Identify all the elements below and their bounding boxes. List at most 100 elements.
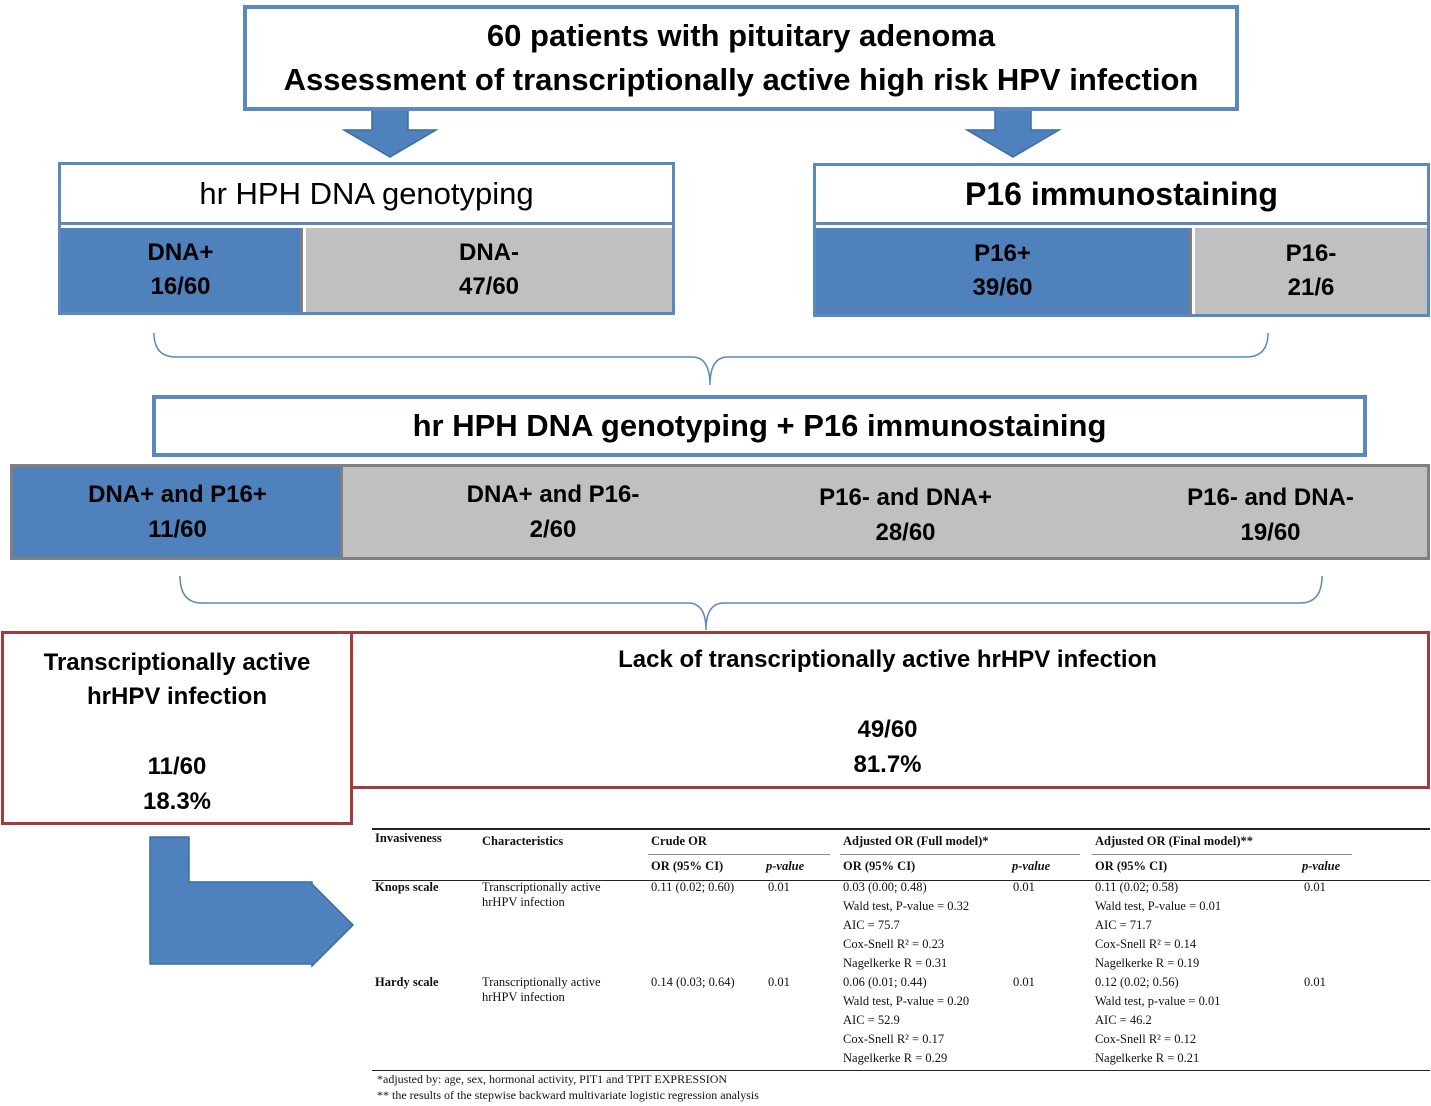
header-invasiveness: Invasiveness bbox=[375, 831, 442, 845]
row-knops-char1: Transcriptionally active bbox=[482, 880, 601, 894]
table-rule-mid bbox=[372, 880, 1430, 881]
subheader-full-or-ci: OR (95% CI) bbox=[843, 859, 916, 873]
combined-cell-2: DNA+ and P16- 2/60 bbox=[453, 467, 653, 557]
p16-positive-label: P16+ bbox=[974, 240, 1031, 267]
header-adjusted-final: Adjusted OR (Final model)** bbox=[1095, 834, 1253, 848]
table-rule-sub-crude bbox=[648, 854, 830, 855]
combined-title-box: hr HPH DNA genotyping + P16 immunostaini… bbox=[152, 395, 1367, 457]
header-characteristics: Characteristics bbox=[482, 834, 564, 848]
p16-positive-cell: P16+ 39/60 bbox=[816, 228, 1192, 314]
row-hardy-full-p: 0.01 bbox=[1013, 975, 1035, 989]
table-rule-sub-final bbox=[1092, 854, 1352, 855]
dna-panel-title: hr HPH DNA genotyping bbox=[61, 165, 672, 225]
p16-negative-value: 21/6 bbox=[1287, 274, 1335, 301]
row-knops-final-nag: Nagelkerke R = 0.19 bbox=[1095, 956, 1200, 970]
p16-negative-cell: P16- 21/6 bbox=[1195, 228, 1427, 314]
combined-cell-4-label: P16- and DNA- bbox=[1187, 484, 1354, 511]
combined-cell-3: P16- and DNA+ 28/60 bbox=[803, 470, 1008, 560]
table-rule-sub-full bbox=[840, 854, 1080, 855]
row-hardy-char1: Transcriptionally active bbox=[482, 975, 601, 989]
subheader-crude-or-ci: OR (95% CI) bbox=[651, 859, 724, 873]
p16-panel: P16 immunostaining P16+ 39/60 P16- 21/6 bbox=[813, 163, 1430, 317]
down-arrow-left bbox=[341, 109, 439, 158]
row-knops-crude-or: 0.11 (0.02; 0.60) bbox=[651, 880, 735, 894]
row-knops-final-wald: Wald test, P-value = 0.01 bbox=[1095, 899, 1222, 913]
row-knops-full-nag: Nagelkerke R = 0.31 bbox=[843, 956, 948, 970]
table-rule-bottom bbox=[372, 1070, 1430, 1071]
lack-infection-count: 49/60 bbox=[857, 716, 918, 743]
top-box-line2: Assessment of transcriptionally active h… bbox=[283, 62, 1199, 97]
row-knops-scale: Knops scale bbox=[375, 880, 439, 894]
active-infection-count: 11/60 bbox=[147, 753, 207, 780]
active-infection-line1: Transcriptionally active bbox=[43, 649, 311, 676]
dna-negative-label: DNA- bbox=[459, 239, 519, 266]
row-hardy-final-p: 0.01 bbox=[1304, 975, 1326, 989]
top-box: 60 patients with pituitary adenoma Asses… bbox=[243, 5, 1239, 111]
p16-panel-title: P16 immunostaining bbox=[816, 166, 1427, 225]
subheader-final-p: p-value bbox=[1302, 859, 1341, 873]
dna-negative-cell: DNA- 47/60 bbox=[306, 228, 672, 312]
row-hardy-final-cox: Cox-Snell R² = 0.12 bbox=[1095, 1032, 1197, 1046]
dna-positive-label: DNA+ bbox=[147, 239, 214, 266]
down-arrow-right bbox=[964, 109, 1062, 158]
dna-panel: hr HPH DNA genotyping DNA+ 16/60 DNA- 47… bbox=[58, 162, 675, 315]
active-infection-percent: 18.3% bbox=[142, 788, 212, 815]
brace-bottom bbox=[179, 575, 1323, 631]
table-footnote-1: *adjusted by: age, sex, hormonal activit… bbox=[377, 1072, 728, 1086]
row-knops-final-or: 0.11 (0.02; 0.58) bbox=[1095, 880, 1179, 894]
row-knops-full-or: 0.03 (0.00; 0.48) bbox=[843, 880, 927, 894]
combined-cell-2-label: DNA+ and P16- bbox=[466, 481, 640, 508]
row-hardy-scale: Hardy scale bbox=[375, 975, 439, 989]
active-infection-line2: hrHPV infection bbox=[86, 683, 267, 710]
row-knops-char2: hrHPV infection bbox=[482, 895, 565, 909]
lack-infection-percent: 81.7% bbox=[853, 751, 922, 778]
combined-cell-3-label: P16- and DNA+ bbox=[819, 484, 992, 511]
row-knops-full-aic: AIC = 75.7 bbox=[843, 918, 900, 932]
row-hardy-full-aic: AIC = 52.9 bbox=[843, 1013, 900, 1027]
brace-top bbox=[153, 332, 1269, 386]
row-hardy-full-cox: Cox-Snell R² = 0.17 bbox=[843, 1032, 945, 1046]
p16-positive-value: 39/60 bbox=[972, 274, 1033, 301]
row-hardy-crude-or: 0.14 (0.03; 0.64) bbox=[651, 975, 735, 989]
combined-title: hr HPH DNA genotyping + P16 immunostaini… bbox=[412, 408, 1107, 443]
row-hardy-crude-p: 0.01 bbox=[768, 975, 790, 989]
row-knops-final-aic: AIC = 71.7 bbox=[1095, 918, 1152, 932]
combined-cell-1: DNA+ and P16+ 11/60 bbox=[13, 467, 343, 557]
bent-arrow bbox=[149, 836, 355, 968]
table-footnote-2: ** the results of the stepwise backward … bbox=[377, 1088, 759, 1102]
combined-cell-3-value: 28/60 bbox=[875, 519, 936, 546]
top-box-line1: 60 patients with pituitary adenoma bbox=[486, 18, 996, 53]
row-knops-final-cox: Cox-Snell R² = 0.14 bbox=[1095, 937, 1197, 951]
row-knops-full-wald: Wald test, P-value = 0.32 bbox=[843, 899, 970, 913]
subheader-crude-p: p-value bbox=[766, 859, 805, 873]
table-rule-top bbox=[372, 828, 1430, 830]
combined-cell-2-value: 2/60 bbox=[529, 516, 577, 543]
combined-cell-1-label: DNA+ and P16+ bbox=[88, 481, 267, 508]
row-knops-final-p: 0.01 bbox=[1304, 880, 1326, 894]
row-hardy-full-or: 0.06 (0.01; 0.44) bbox=[843, 975, 927, 989]
header-adjusted-full: Adjusted OR (Full model)* bbox=[843, 834, 989, 848]
row-hardy-final-nag: Nagelkerke R = 0.21 bbox=[1095, 1051, 1200, 1065]
combined-cell-4-value: 19/60 bbox=[1240, 519, 1301, 546]
row-hardy-full-nag: Nagelkerke R = 0.29 bbox=[843, 1051, 948, 1065]
row-knops-crude-p: 0.01 bbox=[768, 880, 790, 894]
lack-infection-title: Lack of transcriptionally active hrHPV i… bbox=[618, 646, 1157, 673]
combined-row: DNA+ and P16+ 11/60 DNA+ and P16- 2/60 P… bbox=[10, 464, 1430, 560]
row-hardy-full-wald: Wald test, P-value = 0.20 bbox=[843, 994, 970, 1008]
subheader-full-p: p-value bbox=[1012, 859, 1051, 873]
results-table: Invasiveness Characteristics Crude OR Ad… bbox=[368, 826, 1430, 1106]
dna-positive-cell: DNA+ 16/60 bbox=[61, 228, 303, 312]
combined-cell-1-value: 11/60 bbox=[148, 516, 207, 543]
row-hardy-final-wald: Wald test, p-value = 0.01 bbox=[1095, 994, 1221, 1008]
lack-infection-box: Lack of transcriptionally active hrHPV i… bbox=[345, 631, 1430, 789]
row-hardy-final-aic: AIC = 46.2 bbox=[1095, 1013, 1152, 1027]
dna-negative-value: 47/60 bbox=[458, 273, 520, 300]
row-hardy-final-or: 0.12 (0.02; 0.56) bbox=[1095, 975, 1179, 989]
row-knops-full-p: 0.01 bbox=[1013, 880, 1035, 894]
p16-negative-label: P16- bbox=[1285, 240, 1337, 267]
subheader-final-or-ci: OR (95% CI) bbox=[1095, 859, 1168, 873]
combined-cell-4: P16- and DNA- 19/60 bbox=[1168, 470, 1373, 560]
dna-positive-value: 16/60 bbox=[150, 273, 211, 300]
header-crude-or: Crude OR bbox=[651, 834, 707, 848]
